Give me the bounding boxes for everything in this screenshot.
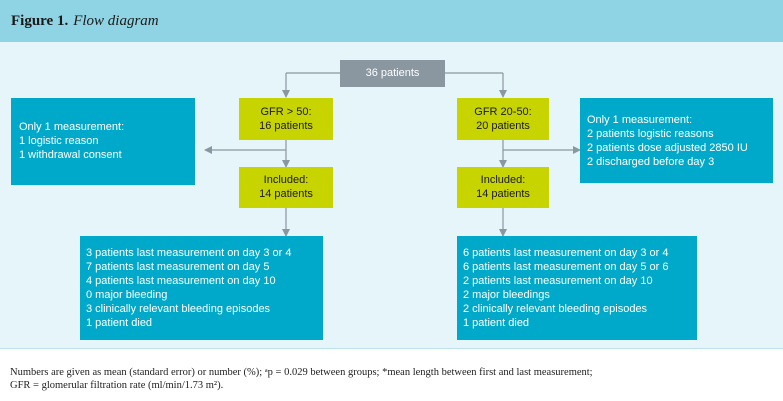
left-outcome-line: 3 clinically relevant bleeding episodes bbox=[86, 303, 271, 315]
left-excluded-line: 1 logistic reason bbox=[19, 135, 99, 147]
left-outcome-line: 0 major bleeding bbox=[86, 289, 168, 301]
right-outcome-line: 2 clinically relevant bleeding episodes bbox=[463, 303, 648, 315]
left-excluded-line: Only 1 measurement: bbox=[19, 121, 125, 133]
right-included-line: Included: bbox=[480, 174, 526, 186]
right-outcome-line: 6 patients last measurement on day 3 or … bbox=[463, 247, 669, 259]
left-outcome-line: 4 patients last measurement on day 10 bbox=[86, 275, 276, 287]
left-included-line: Included: bbox=[263, 174, 309, 186]
right-group-label-line: 20 patients bbox=[476, 120, 530, 132]
left-included-box: Included: 14 patients bbox=[239, 167, 333, 208]
left-outcome-line: 7 patients last measurement on day 5 bbox=[86, 261, 270, 273]
left-outcome-box: 3 patients last measurement on day 3 or … bbox=[80, 236, 323, 340]
figure-label: Figure 1. bbox=[11, 13, 69, 29]
right-outcome-line: 1 patient died bbox=[463, 317, 530, 329]
right-outcome-line: 6 patients last measurement on day 5 or … bbox=[463, 261, 669, 273]
figure-footnote: Numbers are given as mean (standard erro… bbox=[0, 348, 783, 401]
left-outcome-line: 3 patients last measurement on day 3 or … bbox=[86, 247, 292, 259]
figure-header: Figure 1.Flow diagram bbox=[0, 0, 783, 42]
footnote-line: Numbers are given as mean (standard erro… bbox=[10, 367, 593, 378]
right-excluded-box: Only 1 measurement: 2 patients logistic … bbox=[580, 98, 773, 183]
connector-lines bbox=[204, 72, 581, 237]
left-group-label-line: 16 patients bbox=[259, 120, 313, 132]
right-group-label-line: GFR 20-50: bbox=[474, 106, 532, 118]
root-box: 36 patients bbox=[340, 60, 445, 87]
right-excluded-line: 2 discharged before day 3 bbox=[587, 156, 715, 168]
right-outcome-line: 2 patients last measurement on day 10 bbox=[463, 275, 653, 287]
footnote-line: GFR = glomerular filtration rate (ml/min… bbox=[10, 380, 224, 391]
left-group-label-line: GFR > 50: bbox=[260, 106, 312, 118]
right-excluded-line: 2 patients dose adjusted 2850 IU bbox=[587, 142, 748, 154]
left-outcome-line: 1 patient died bbox=[86, 317, 153, 329]
right-excluded-line: 2 patients logistic reasons bbox=[587, 128, 714, 140]
right-included-box: Included: 14 patients bbox=[457, 167, 549, 208]
left-included-line: 14 patients bbox=[259, 188, 313, 200]
right-included-line: 14 patients bbox=[476, 188, 530, 200]
right-outcome-line: 2 major bleedings bbox=[463, 289, 550, 301]
figure-title: Flow diagram bbox=[73, 13, 159, 29]
left-excluded-box: Only 1 measurement: 1 logistic reason 1 … bbox=[11, 98, 195, 185]
left-group-box: GFR > 50: 16 patients bbox=[239, 98, 333, 140]
right-group-box: GFR 20-50: 20 patients bbox=[457, 98, 549, 140]
root-label: 36 patients bbox=[365, 67, 420, 79]
right-outcome-box: 6 patients last measurement on day 3 or … bbox=[457, 236, 697, 340]
right-excluded-line: Only 1 measurement: bbox=[587, 114, 693, 126]
left-excluded-line: 1 withdrawal consent bbox=[19, 149, 122, 161]
